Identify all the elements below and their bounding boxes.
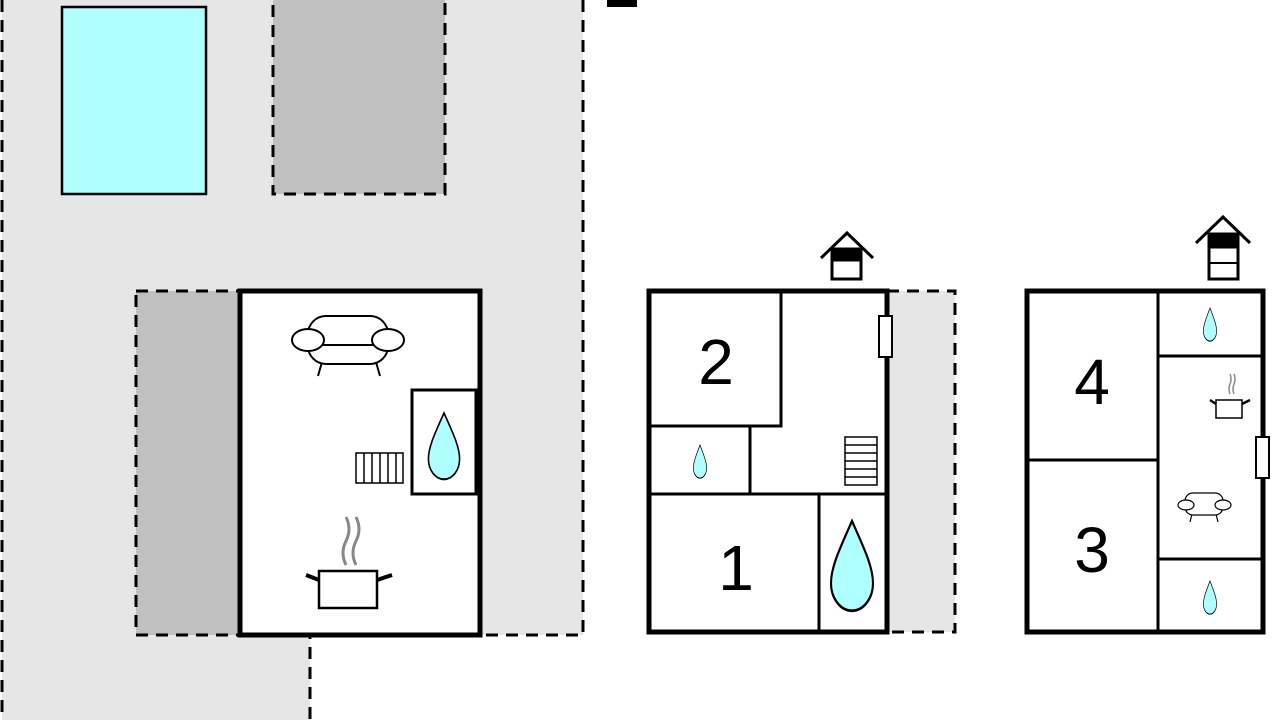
door-icon xyxy=(878,315,893,358)
building-ground-floor xyxy=(237,288,483,638)
stairs-icon xyxy=(355,452,404,484)
pool xyxy=(60,5,208,196)
marker xyxy=(607,0,637,7)
door-icon xyxy=(1255,436,1270,479)
stairs-icon xyxy=(844,436,878,486)
side-terrace xyxy=(885,289,957,634)
entrance-icon xyxy=(1194,214,1252,281)
cooking-pot-icon xyxy=(1209,373,1251,419)
room-label-3: 3 xyxy=(1074,514,1110,586)
room-label-1: 1 xyxy=(718,532,754,604)
entrance-icon xyxy=(819,230,875,281)
room-label-2: 2 xyxy=(698,326,734,398)
building-floor-a: 2 1 xyxy=(646,230,893,635)
sofa-icon xyxy=(291,315,405,377)
room-label-4: 4 xyxy=(1074,346,1110,418)
building-floor-b: 4 3 xyxy=(1024,214,1270,635)
terrace xyxy=(134,289,242,637)
sofa-icon xyxy=(1177,492,1232,523)
cooking-pot-icon xyxy=(305,516,393,610)
parking-area xyxy=(271,0,447,196)
